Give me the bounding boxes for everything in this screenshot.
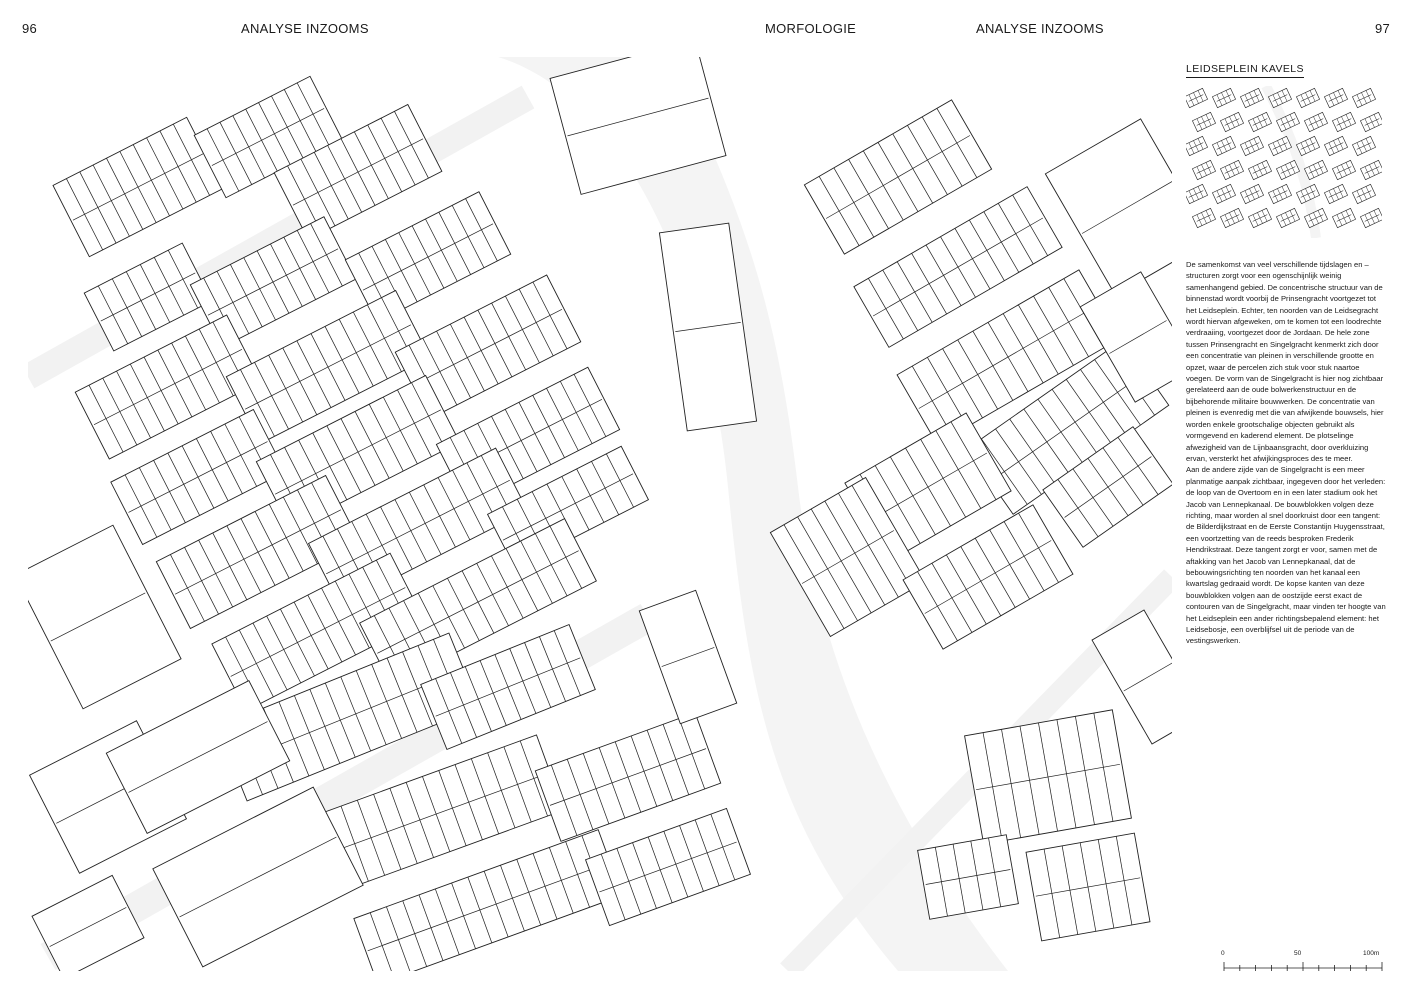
scale-label-50: 50 (1294, 950, 1302, 957)
parcel-block (110, 408, 286, 546)
inset-blocks (1186, 87, 1382, 229)
inset-block (1324, 87, 1348, 109)
analysis-text: De samenkomst van veel verschillende tij… (1186, 259, 1386, 647)
inset-block (1240, 135, 1264, 157)
inset-block (1192, 207, 1216, 229)
inset-block (1360, 207, 1382, 229)
inset-block (1192, 111, 1216, 133)
parcel-block (534, 712, 722, 842)
open-block (152, 786, 364, 968)
parcel-block (853, 186, 1063, 348)
canal-wedge-block (658, 222, 758, 432)
inset-block (1268, 183, 1292, 205)
open-block (1079, 271, 1172, 403)
scale-label-100m: 100m (1363, 950, 1380, 957)
left-page-number: 96 (22, 21, 38, 36)
parcel-block (1025, 832, 1151, 942)
parcel-block (189, 216, 357, 348)
right-page-number: 97 (1375, 21, 1391, 36)
inset-block (1268, 87, 1292, 109)
inset-block (1248, 159, 1272, 181)
scale-bar (1223, 962, 1383, 971)
parcel-block (225, 289, 431, 445)
open-block (28, 524, 182, 710)
open-block (1044, 118, 1172, 296)
inset-block (1186, 87, 1208, 109)
inset-block (1220, 207, 1244, 229)
parcel-block (964, 709, 1132, 845)
inset-block (1268, 135, 1292, 157)
inset-block (1352, 87, 1376, 109)
inset-block (1220, 111, 1244, 133)
parcel-block (769, 476, 927, 638)
inset-block (1296, 135, 1320, 157)
parcel-block (344, 191, 512, 323)
inset-block (1324, 135, 1348, 157)
parcel-block (273, 103, 443, 241)
inset-block (1332, 207, 1356, 229)
parcel-map (28, 57, 1172, 971)
section-title: MORFOLOGIE (765, 21, 857, 36)
inset-block (1186, 135, 1208, 157)
inset-block (1296, 87, 1320, 109)
inset-block (1220, 159, 1244, 181)
inset-block (1304, 207, 1328, 229)
inset-block (1212, 135, 1236, 157)
parcel-block (803, 99, 993, 255)
open-block (105, 679, 291, 835)
scale-label-0: 0 (1221, 950, 1225, 957)
scale-bar-ticks (1223, 962, 1383, 971)
inset-block (1240, 183, 1264, 205)
parcel-block (52, 116, 224, 258)
inset-map (1186, 86, 1382, 238)
parcel-block (584, 807, 752, 927)
inset-block (1352, 135, 1376, 157)
open-block (638, 589, 738, 725)
inset-block (1324, 183, 1348, 205)
parcel-block (420, 623, 596, 751)
inset-block (1186, 183, 1208, 205)
parcel-block (291, 734, 565, 900)
parcel-block (917, 834, 1019, 920)
inset-block (1296, 183, 1320, 205)
parcel-block (1042, 426, 1172, 548)
parcel-block (83, 242, 213, 352)
inset-block (1276, 207, 1300, 229)
analysis-paragraph-1: De samenkomst van veel verschillende tij… (1186, 260, 1384, 463)
inset-block (1332, 159, 1356, 181)
parcel-block (902, 504, 1074, 650)
left-page-title: ANALYSE INZOOMS (241, 21, 369, 36)
inset-block (1212, 87, 1236, 109)
open-block (549, 57, 727, 195)
inset-map-title: LEIDSEPLEIN KAVELS (1186, 63, 1304, 78)
inset-block (1332, 111, 1356, 133)
inset-block (1276, 111, 1300, 133)
inset-block (1192, 159, 1216, 181)
right-page-title: ANALYSE INZOOMS (976, 21, 1104, 36)
inset-block (1352, 183, 1376, 205)
inset-block (1248, 111, 1272, 133)
open-block (31, 874, 145, 971)
analysis-paragraph-2: Aan de andere zijde van de Singelgracht … (1186, 465, 1386, 646)
parcel-blocks (28, 57, 1172, 971)
parcel-block (193, 75, 343, 199)
inset-block (1304, 159, 1328, 181)
inset-block (1248, 207, 1272, 229)
inset-block (1276, 159, 1300, 181)
inset-block (1212, 183, 1236, 205)
inset-block (1304, 111, 1328, 133)
open-block (1091, 609, 1172, 745)
canal-water (498, 57, 1008, 971)
parcel-block (74, 314, 262, 460)
inset-block (1360, 159, 1382, 181)
inset-block (1360, 111, 1382, 133)
inset-block (1240, 87, 1264, 109)
